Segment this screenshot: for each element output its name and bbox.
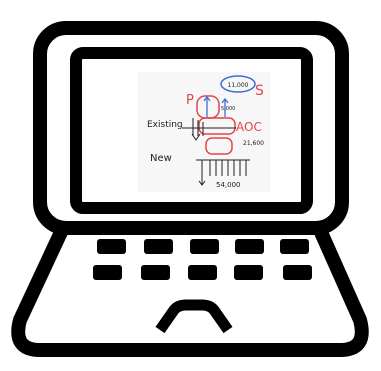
key (234, 265, 263, 280)
label-s: S (255, 83, 264, 99)
value-5000: 5,000 (221, 106, 235, 112)
value-circle (220, 75, 256, 93)
red-box-low (205, 137, 233, 155)
key (144, 239, 173, 254)
screen-sketch: P S 11,000 Existing New AOC 5,000 21,600… (138, 72, 270, 192)
cash-flow-lines (182, 118, 250, 186)
value-54000: 54,000 (216, 181, 241, 189)
laptop-base (11, 227, 369, 357)
label-new: New (150, 153, 172, 164)
label-existing: Existing (147, 120, 183, 130)
key (188, 265, 217, 280)
key (235, 239, 264, 254)
laptop-lid (33, 21, 349, 235)
laptop-icon (11, 21, 369, 357)
laptop-screen (70, 47, 313, 214)
key (97, 239, 126, 254)
key (93, 265, 122, 280)
trackpad (155, 299, 233, 334)
label-aoc: AOC (236, 120, 262, 134)
value-top-circle: 11,000 (228, 82, 249, 89)
key (283, 265, 312, 280)
key (141, 265, 170, 280)
value-21600: 21,600 (243, 140, 264, 147)
keyboard (93, 239, 312, 280)
label-p: P (186, 93, 194, 108)
blue-arrows (203, 95, 229, 117)
key (190, 239, 219, 254)
red-box-mid (198, 117, 236, 135)
sketch-background (138, 72, 270, 192)
key (280, 239, 309, 254)
